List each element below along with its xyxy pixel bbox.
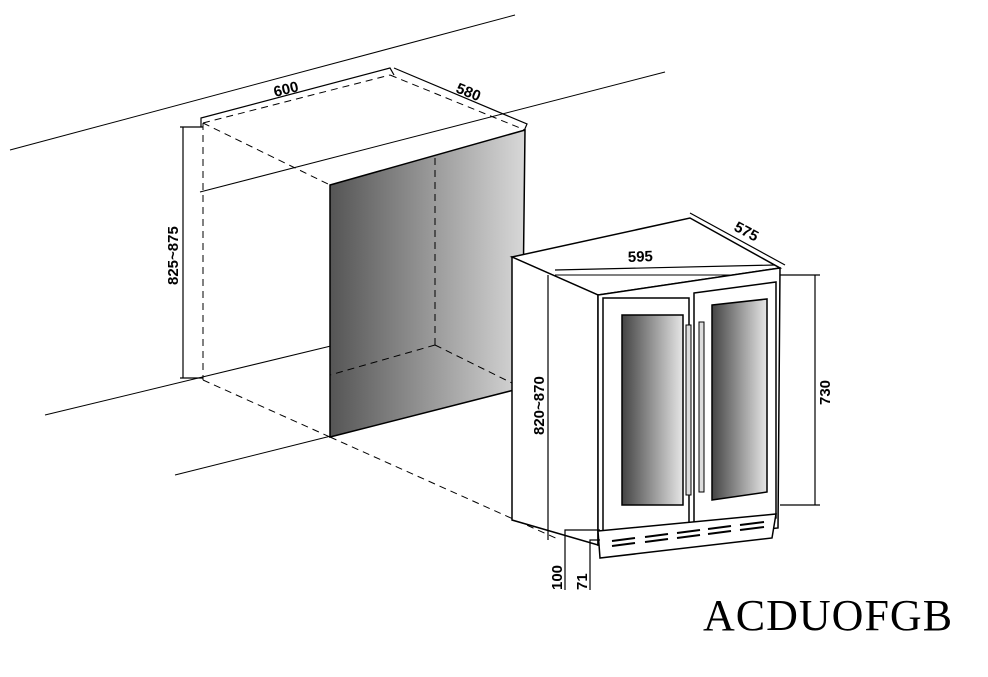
cavity-dimensions xyxy=(180,67,528,379)
left-glass xyxy=(621,314,684,506)
wall-lines xyxy=(9,14,666,476)
left-handle xyxy=(685,324,692,496)
door-height-label: 730 xyxy=(817,380,834,405)
model-name: ACDUOFGB xyxy=(703,591,954,640)
right-handle xyxy=(698,321,705,493)
cavity-depth-label: 580 xyxy=(454,80,484,105)
plinth-height-label: 100 xyxy=(549,565,566,590)
appliance-depth-label: 575 xyxy=(731,219,761,246)
cavity-width-label: 600 xyxy=(272,78,300,101)
wine-cooler xyxy=(509,217,783,559)
appliance-width-label: 595 xyxy=(628,248,654,266)
foot-height-label: 71 xyxy=(574,573,591,590)
appliance-dimensions xyxy=(547,212,820,590)
right-glass xyxy=(711,298,768,501)
appliance-height-label: 820~870 xyxy=(531,376,548,435)
cavity-height-label: 825~875 xyxy=(165,226,182,285)
